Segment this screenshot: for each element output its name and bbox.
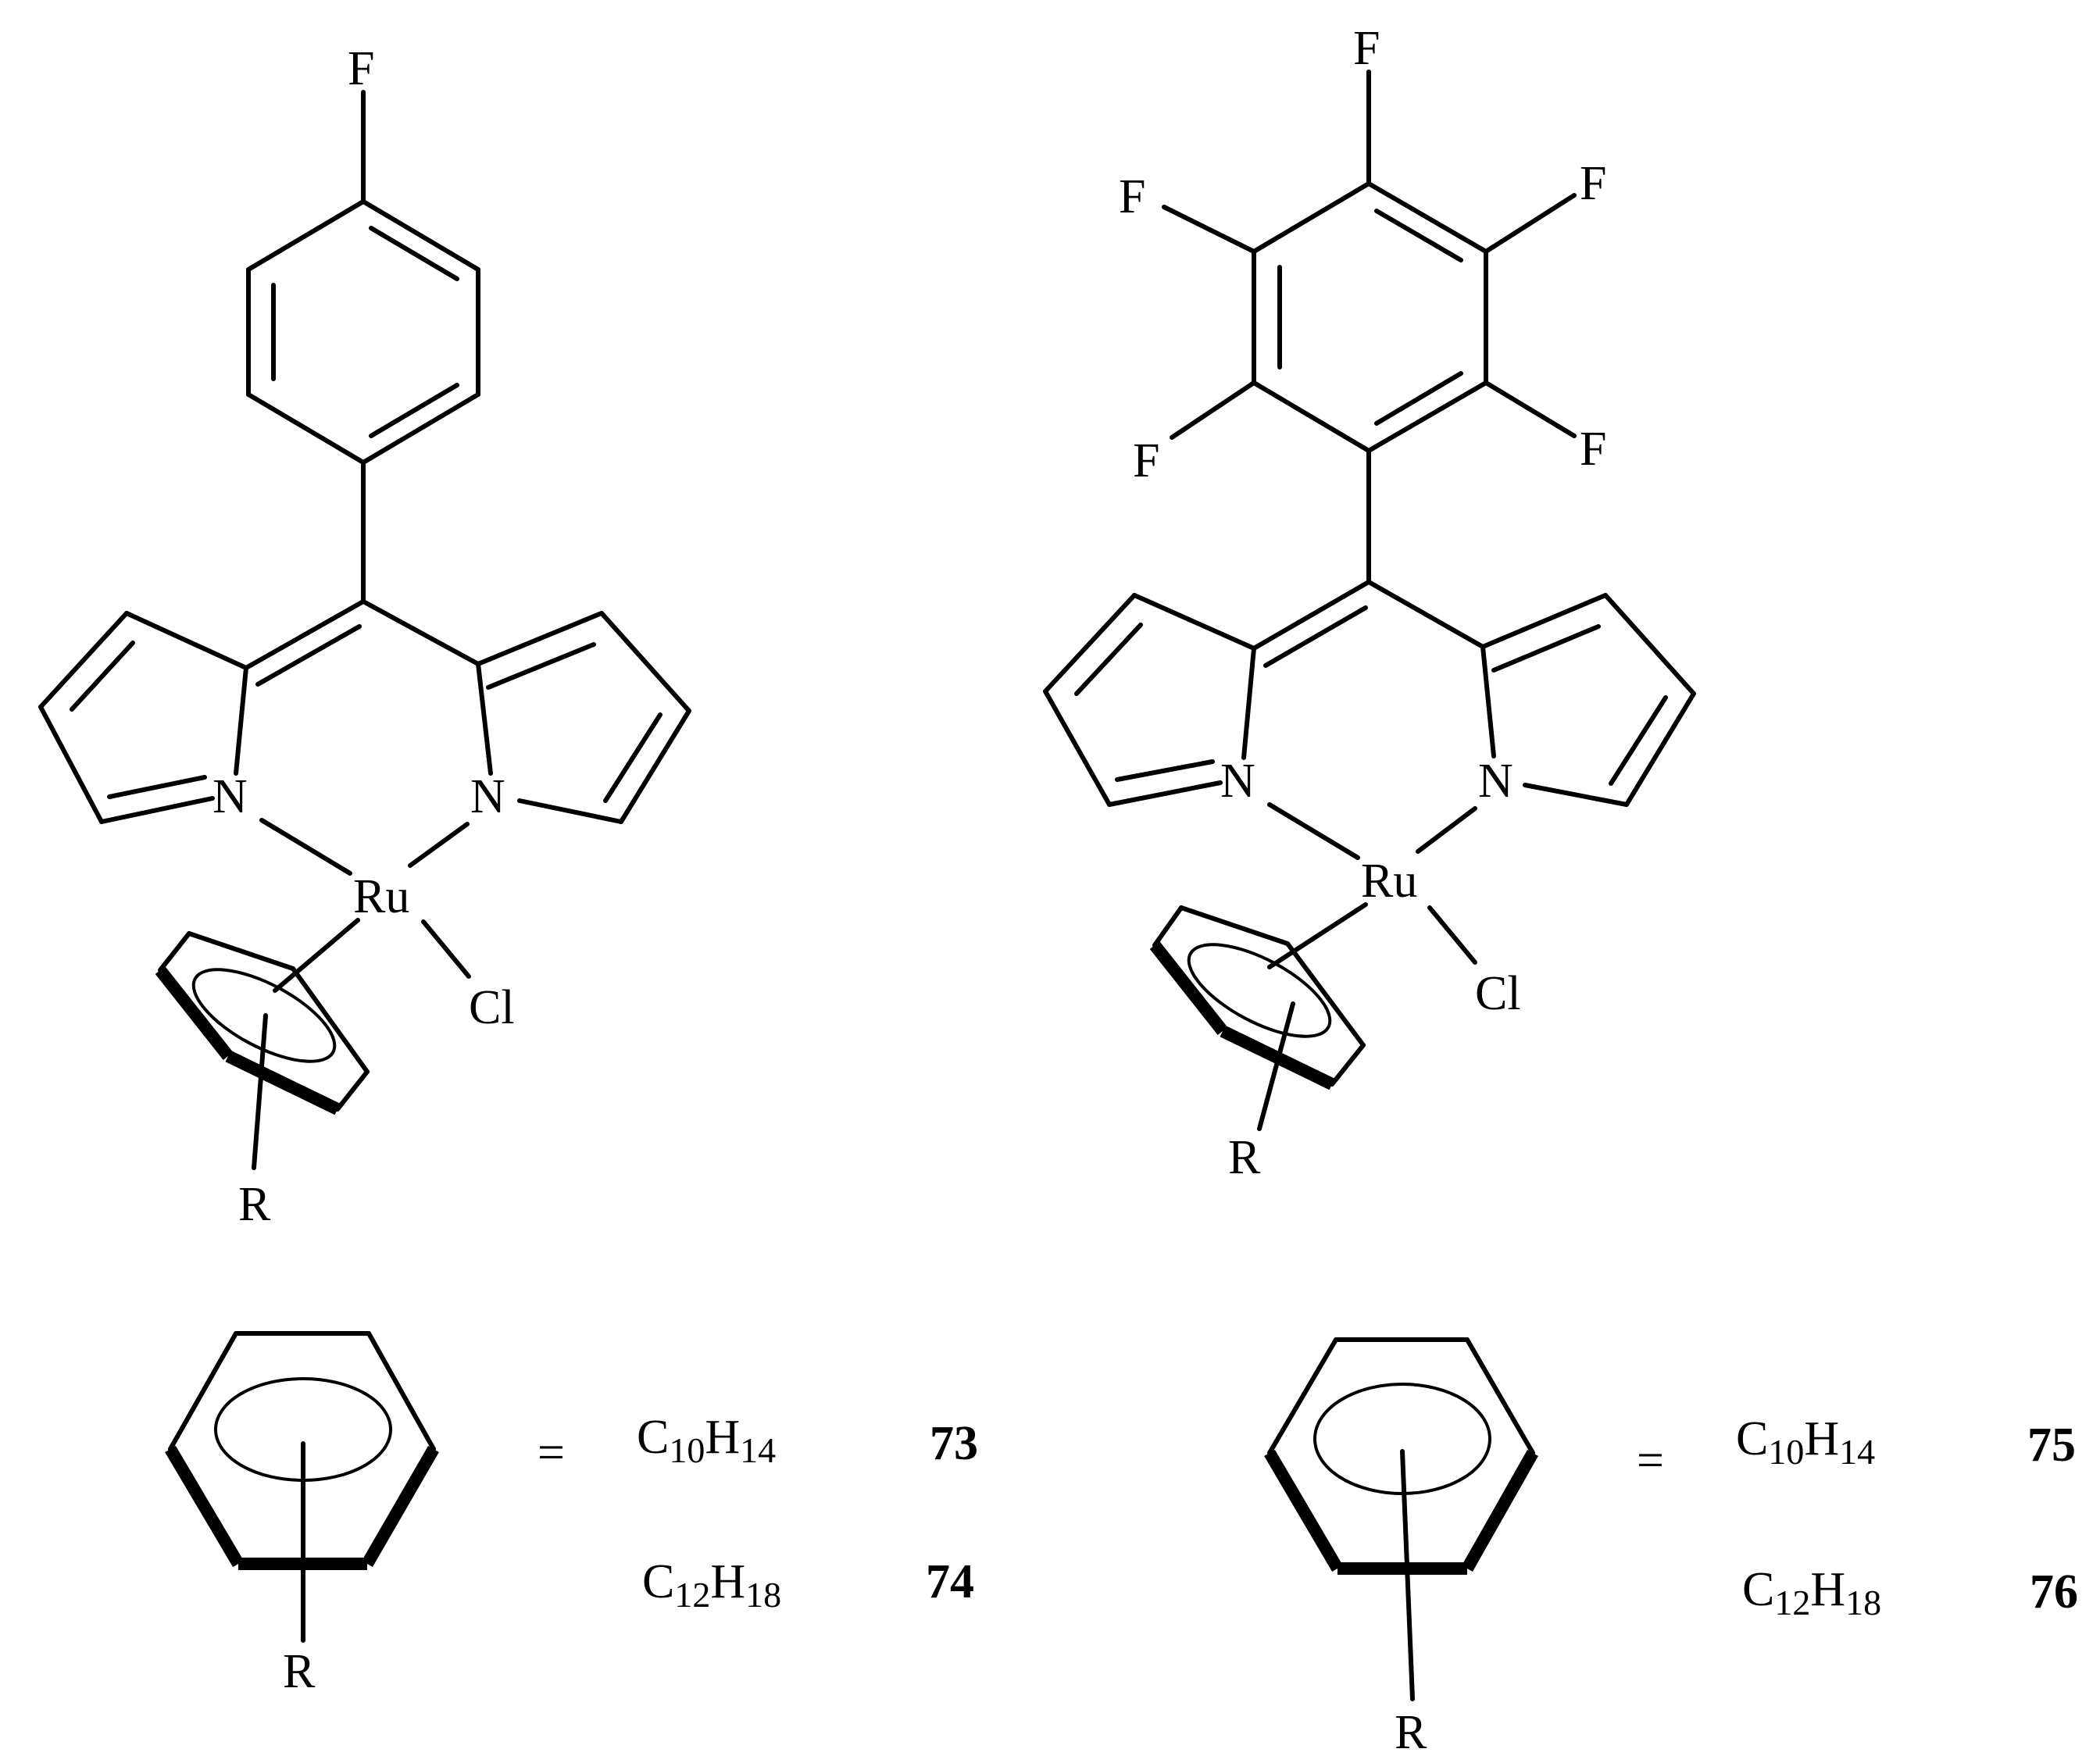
fluorine-label: F [1353,22,1380,75]
formula-73: C10H14 [637,1411,776,1470]
n-ru-bond [259,818,352,876]
n-ru-bond [408,822,470,868]
nitrogen-label: N [1220,755,1255,808]
nitrogen-label: N [212,770,248,823]
equals-sign: = [538,1426,565,1479]
ruthenium-label: Ru [1361,855,1417,908]
compound-number-73: 73 [930,1417,978,1470]
fluorine-label: F [1580,157,1606,210]
arene-ring-right [1149,902,1368,1131]
fluorine-label: F [1580,423,1606,476]
n-ru-bond [1416,806,1477,854]
substituent-label: R [283,1645,316,1698]
arene-key-right [1264,1337,1538,1701]
compound-number-74: 74 [926,1555,974,1608]
pyrrole-ring-left-a [38,611,248,824]
compound-number-76: 76 [2030,1565,2078,1619]
fluorophenyl-ring-left [246,90,480,465]
structure-left: F N N [38,42,691,1231]
pentafluorophenyl-ring [1162,70,1577,453]
pyrrole-ring-left-b [476,611,691,824]
arene-ring-left [155,918,370,1170]
dipyrrin-backbone-left [244,599,480,687]
formula-75: C10H14 [1736,1412,1875,1472]
fluorine-label: F [1133,434,1159,487]
equals-sign: = [1637,1434,1664,1487]
nitrogen-label: N [1478,755,1513,808]
pyrrole-ring-right-b [1480,593,1696,807]
chloride-label: Cl [469,981,515,1034]
arene-key-left [165,1331,439,1643]
dipyrrin-backbone-right [1252,580,1485,668]
chloride-label: Cl [1475,967,1521,1020]
ruthenium-label: Ru [353,870,409,923]
formula-74: C12H18 [642,1555,781,1615]
ru-cl-bond [421,919,471,979]
substituent-label: R [238,1178,271,1231]
nitrogen-label: N [470,770,505,823]
compound-number-75: 75 [2027,1419,2076,1472]
structure-right: F F F F F N N [1043,22,1696,1184]
ru-cl-bond [1427,905,1477,965]
formula-76: C12H18 [1742,1563,1881,1622]
substituent-label: R [1395,1706,1427,1756]
fluorine-label: F [1119,170,1145,223]
fluorine-label: F [348,42,374,95]
substituent-label: R [1228,1131,1261,1184]
pyrrole-ring-right-a [1043,593,1256,807]
n-ru-bond [1267,802,1360,860]
